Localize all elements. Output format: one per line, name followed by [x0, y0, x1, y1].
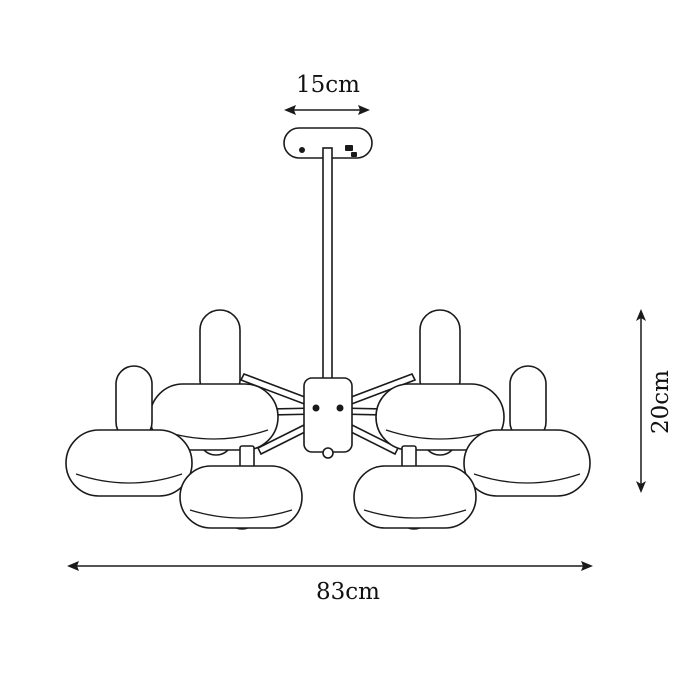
shade-back-right	[375, 309, 505, 456]
shade-far-right	[463, 365, 591, 497]
shade-front-right	[353, 445, 477, 530]
height-label: 20cm	[648, 370, 674, 434]
overall-width-label: 83cm	[316, 579, 380, 605]
canopy-width-dimension: 15cm	[284, 72, 370, 115]
canopy-width-label: 15cm	[296, 72, 360, 98]
height-dimension: 20cm	[636, 309, 674, 493]
central-hub	[303, 377, 353, 459]
overall-width-dimension: 83cm	[67, 561, 593, 605]
shade-front-left	[179, 445, 303, 530]
shade-far-left	[65, 365, 193, 497]
down-rod	[322, 147, 333, 381]
shade-back-left	[149, 309, 279, 456]
